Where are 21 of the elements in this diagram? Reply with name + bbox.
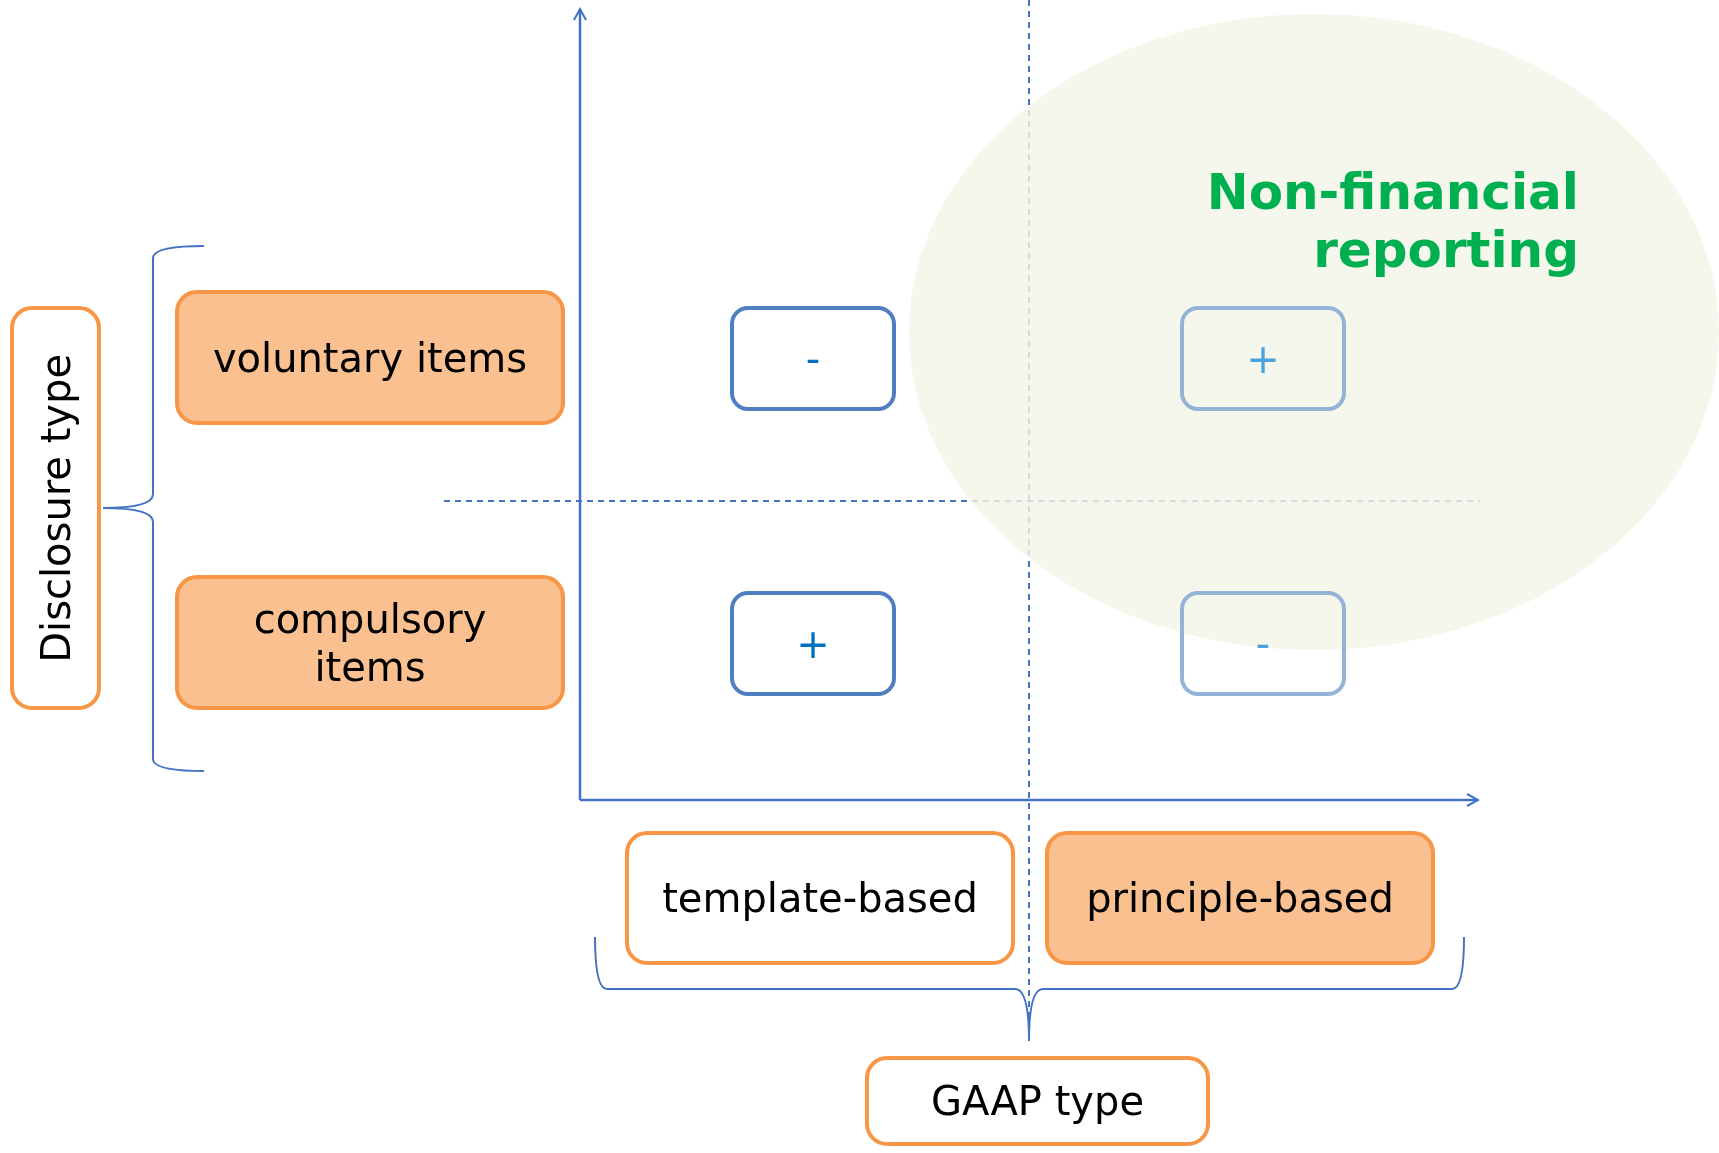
quadrant-box [1180,591,1346,696]
box-label: voluntary items [212,333,528,382]
category-box [10,306,101,710]
quadrant-box [730,591,896,696]
category-box [865,1056,1210,1146]
sign-text: - [1255,620,1271,667]
category-box [625,831,1015,965]
quadrant-box [730,306,896,411]
box-label: GAAP type [931,1077,1144,1125]
axis-title: Disclosure type [31,353,80,663]
box-label: template-based [662,874,978,922]
box-label: principle-based [1086,874,1394,922]
sign-text: + [796,620,830,667]
category-box [1045,831,1435,965]
highlight-title: Non-financial reporting [1205,164,1579,279]
quadrant-box [1180,306,1346,411]
category-box [175,575,565,710]
sign-text: + [1246,335,1280,382]
category-box [175,290,565,425]
sign-text: - [805,335,821,382]
box-label: compulsory items [252,594,488,691]
